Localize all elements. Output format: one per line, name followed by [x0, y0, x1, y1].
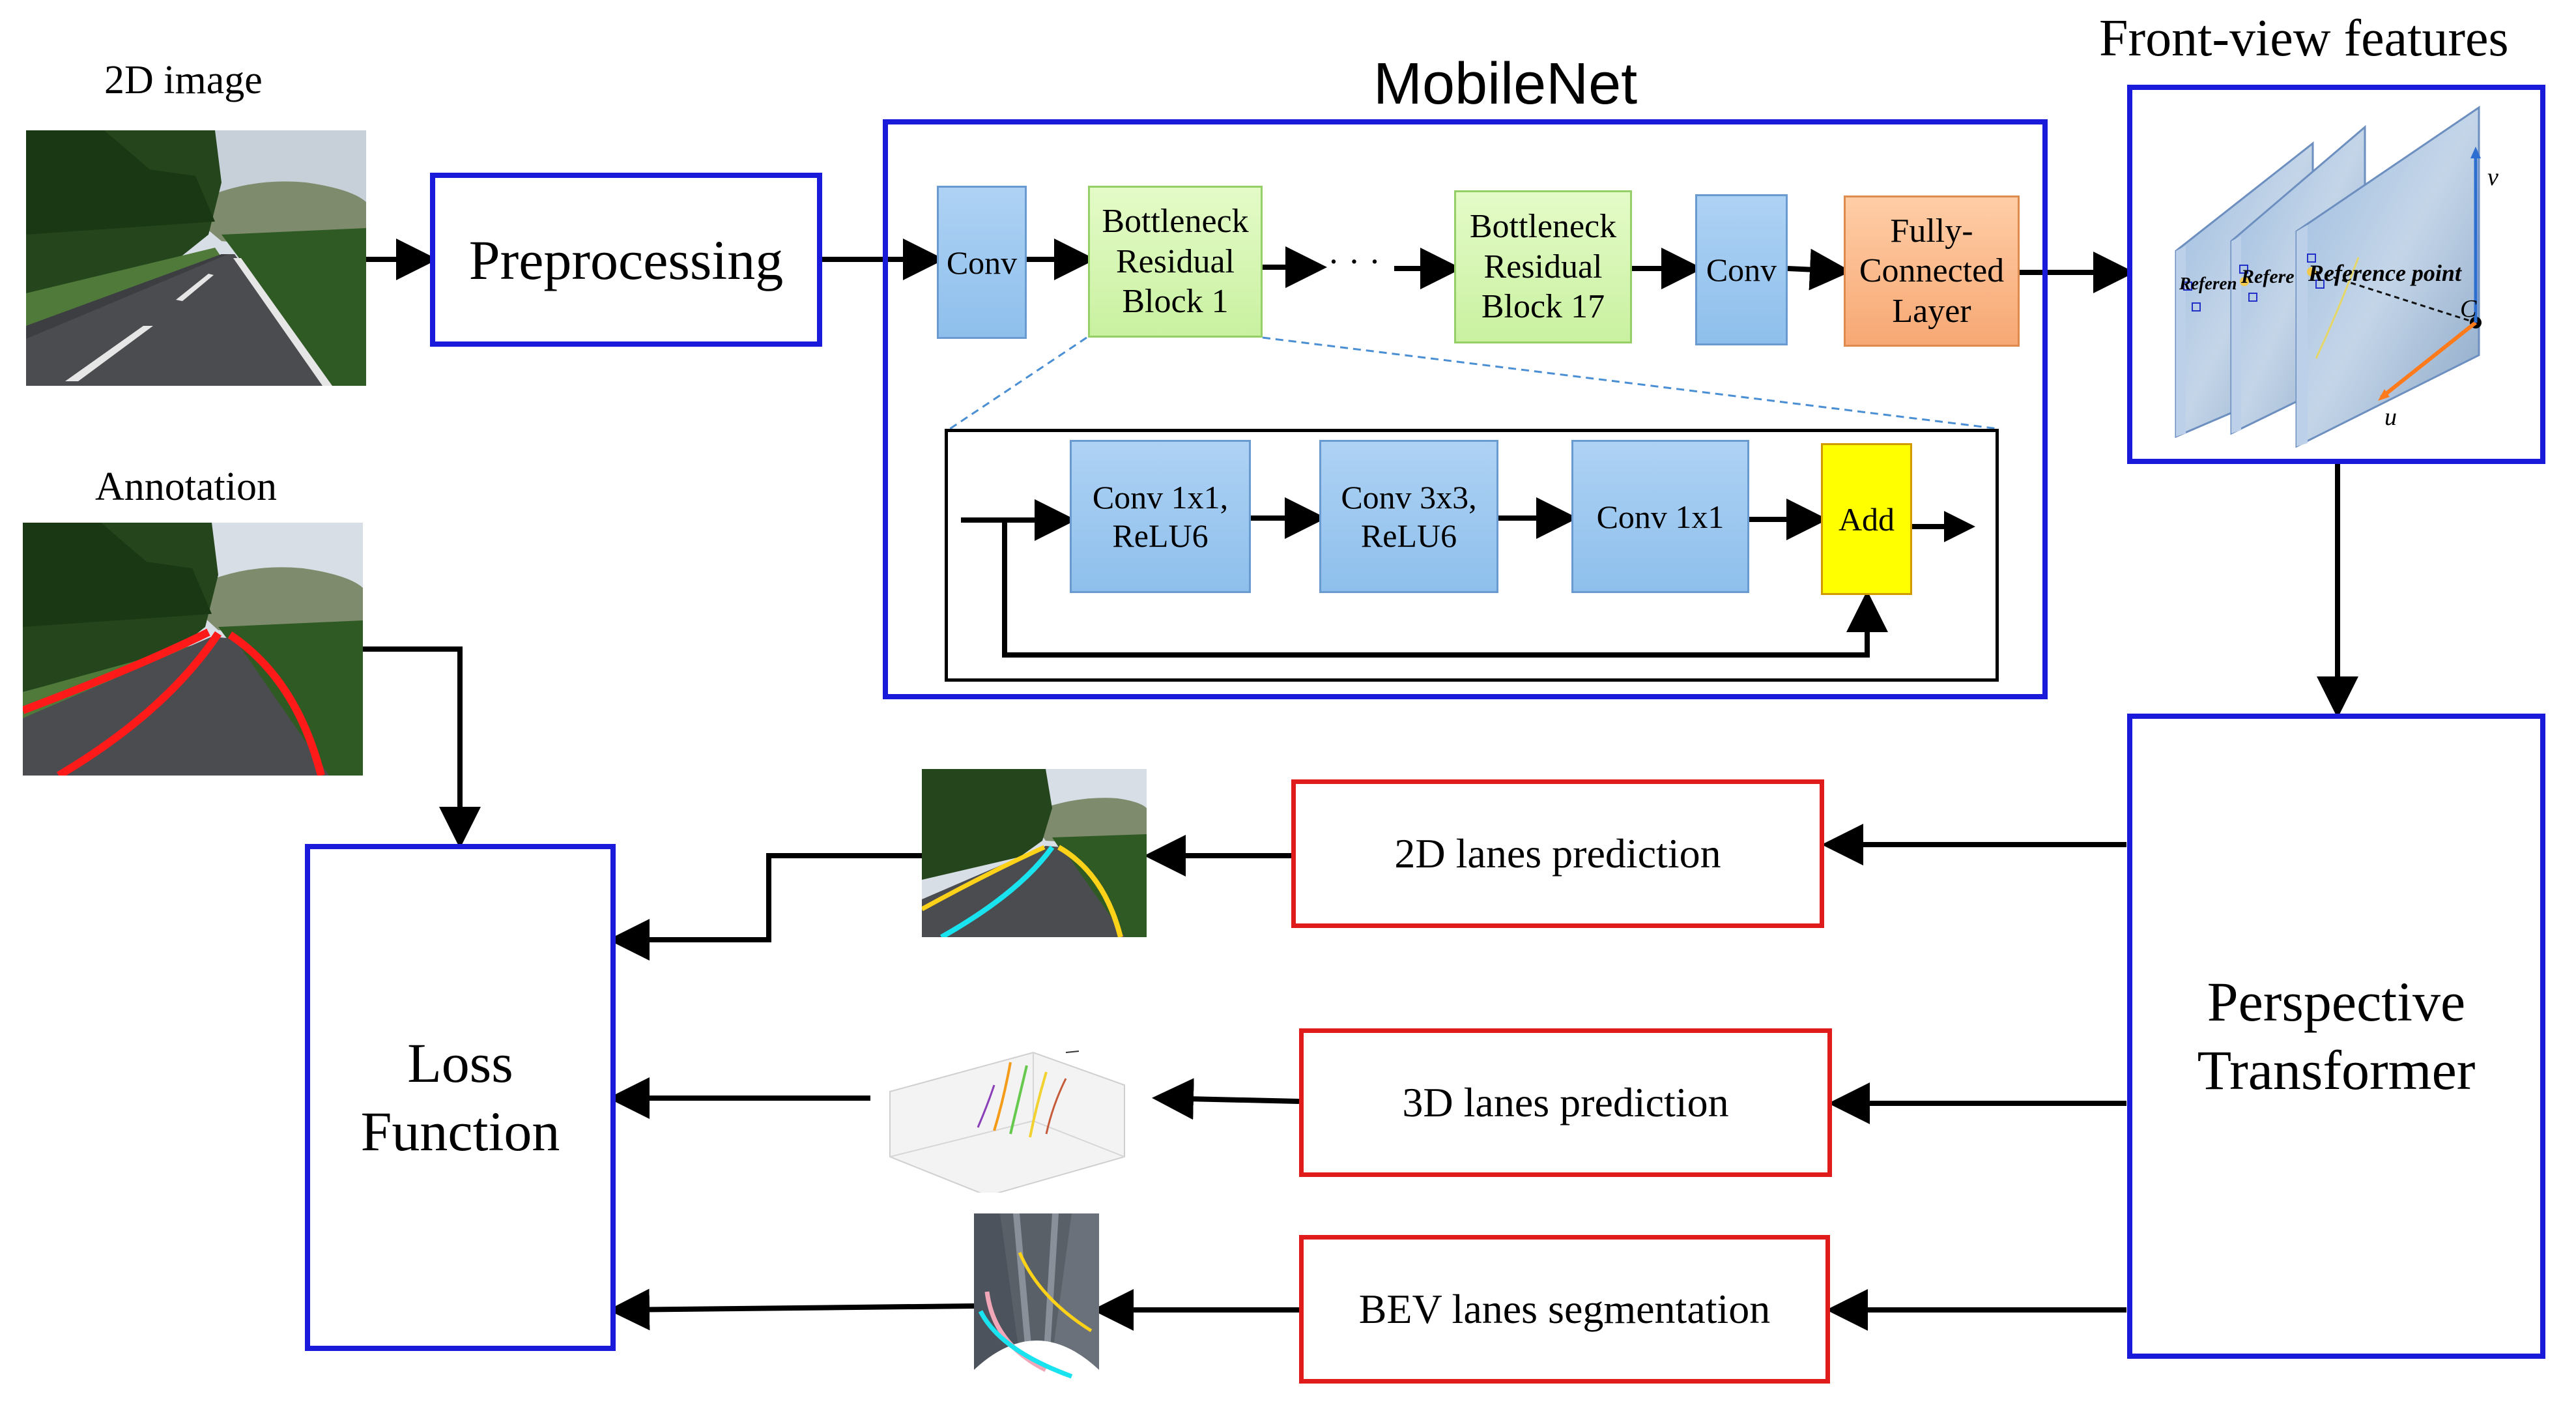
fully-connected-label: Fully- Connected Layer [1859, 212, 2005, 330]
conv-first-label: Conv [946, 244, 1018, 281]
conv-last-label: Conv [1706, 252, 1777, 288]
zoom-guide-right [1262, 336, 1999, 430]
detail-add-block: Add [1821, 443, 1912, 595]
bottleneck-block-1: Bottleneck Residual Block 1 [1088, 186, 1263, 338]
road-image-annotation [23, 523, 363, 776]
fully-connected-block: Fully- Connected Layer [1844, 196, 2020, 347]
arrow-3d-to-thumb [1152, 1078, 1300, 1120]
detail-conv1x1-relu6-label: Conv 1x1, ReLU6 [1092, 478, 1229, 554]
bev-seg-label: BEV lanes segmentation [1358, 1286, 1771, 1332]
zoom-guide-left [949, 336, 1087, 430]
conv-block-last: Conv [1695, 194, 1788, 345]
detail-conv3x3-relu6: Conv 3x3, ReLU6 [1319, 440, 1498, 593]
loss-function-box: Loss Function [305, 844, 616, 1351]
label-annotation: Annotation [95, 465, 277, 509]
feature-panels [2175, 106, 2482, 448]
label-2d-image: 2D image [104, 58, 263, 102]
bottleneck-detail-frame [945, 429, 1999, 682]
pred-3d-label: 3D lanes prediction [1402, 1079, 1729, 1125]
ref-label-1: Referen [2179, 274, 2237, 293]
arrow-conv-to-fc [1787, 248, 1852, 291]
thumb-3d-plot [870, 1007, 1151, 1193]
detail-add-label: Add [1838, 501, 1895, 538]
mobilenet-title: MobileNet [1373, 51, 1638, 117]
axis-v-label: v [2487, 164, 2498, 191]
ref-label-2: Refere [2241, 266, 2295, 287]
detail-conv1x1-relu6: Conv 1x1, ReLU6 [1070, 440, 1251, 593]
pred-3d-box: 3D lanes prediction [1299, 1028, 1832, 1177]
arrow-skip-connection [1002, 520, 1888, 658]
axis-u-label: u [2384, 403, 2397, 431]
bottleneck-17-label: Bottleneck Residual Block 17 [1469, 208, 1617, 326]
detail-conv3x3-relu6-label: Conv 3x3, ReLU6 [1341, 478, 1477, 554]
detail-conv1x1: Conv 1x1 [1571, 440, 1749, 593]
arrow-bev-thumb-to-loss [608, 1288, 975, 1331]
ref-point-label: Reference point [2308, 260, 2461, 286]
thumb-bev-segmentation [974, 1213, 1099, 1404]
front-view-title: Front-view features [2099, 10, 2509, 67]
axis-u-arrow [2380, 321, 2477, 399]
pred-2d-label: 2D lanes prediction [1394, 830, 1721, 877]
detail-conv1x1-label: Conv 1x1 [1596, 498, 1724, 535]
mobilenet-frame [883, 119, 2048, 699]
arrow-annotation-to-loss [363, 646, 481, 849]
ellipsis: · · · [1328, 242, 1381, 281]
bottleneck-block-17: Bottleneck Residual Block 17 [1454, 190, 1632, 343]
arrow-2d-thumb-to-loss [608, 853, 922, 961]
conv-block-first: Conv [937, 186, 1027, 339]
pred-2d-box: 2D lanes prediction [1291, 779, 1824, 928]
axis-c-label: C [2460, 295, 2477, 323]
bottleneck-1-label: Bottleneck Residual Block 1 [1102, 203, 1249, 321]
bev-seg-box: BEV lanes segmentation [1299, 1235, 1830, 1384]
perspective-transformer-label: Perspective Transformer [2197, 970, 2476, 1101]
preprocessing-label: Preprocessing [468, 228, 784, 291]
preprocessing-box: Preprocessing [430, 173, 822, 347]
road-image-2d [26, 130, 366, 386]
loss-function-label: Loss Function [360, 1032, 560, 1163]
thumb-2d-lanes [922, 769, 1147, 937]
perspective-transformer-box: Perspective Transformer [2127, 714, 2545, 1359]
